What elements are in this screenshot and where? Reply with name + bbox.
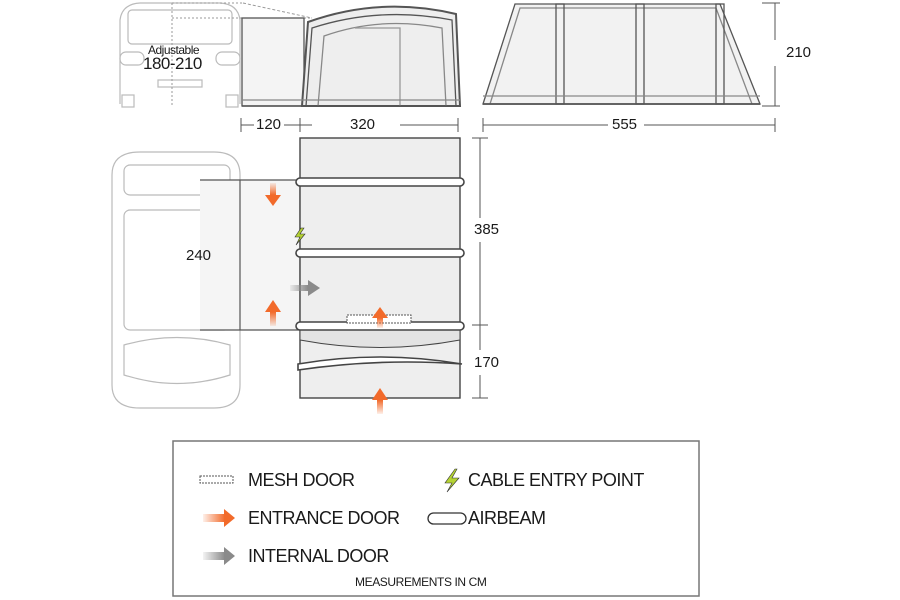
entrance-door-arrow-icon <box>372 388 388 414</box>
adjustable-range: 180-210 <box>143 54 202 73</box>
legend-label-airbeam: AIRBEAM <box>468 508 546 528</box>
internal-door-arrow-icon <box>203 547 235 565</box>
dim-tent-length: 320 <box>350 116 376 133</box>
entrance-door-arrow-icon <box>265 300 281 326</box>
dimension-lines <box>240 2 780 399</box>
adjustable-label: Adjustable <box>148 43 200 57</box>
legend-footer: MEASUREMENTS IN CM <box>355 575 487 589</box>
entrance-door-arrow-icon <box>372 307 388 328</box>
entrance-door-arrow-icon <box>265 183 281 206</box>
tent-floor-plan <box>295 137 465 399</box>
tent-side-elevation <box>241 5 462 107</box>
cable-entry-icon <box>294 227 306 246</box>
airbeam-icon <box>427 512 467 525</box>
dim-height: 210 <box>786 44 812 61</box>
legend-label-mesh-door: MESH DOOR <box>248 470 355 490</box>
tent-frame-side <box>482 3 761 105</box>
internal-door-arrow-icon <box>290 280 320 296</box>
legend-label-entrance-door: ENTRANCE DOOR <box>248 508 400 528</box>
entrance-door-arrow-icon <box>203 509 235 527</box>
legend-box <box>172 440 700 597</box>
dim-width-main: 385 <box>474 221 500 238</box>
driveaway-plan <box>200 179 301 331</box>
cable-entry-icon <box>444 468 460 493</box>
airbeams <box>295 177 465 371</box>
legend-label-internal-door: INTERNAL DOOR <box>248 546 389 566</box>
dim-total-length: 555 <box>612 116 638 133</box>
dim-driveaway-length: 120 <box>256 116 282 133</box>
dim-porch-depth: 170 <box>474 354 500 371</box>
legend-label-cable-entry: CABLE ENTRY POINT <box>468 470 644 490</box>
mesh-door-icon <box>199 475 234 484</box>
dim-driveaway-width: 240 <box>186 247 212 264</box>
